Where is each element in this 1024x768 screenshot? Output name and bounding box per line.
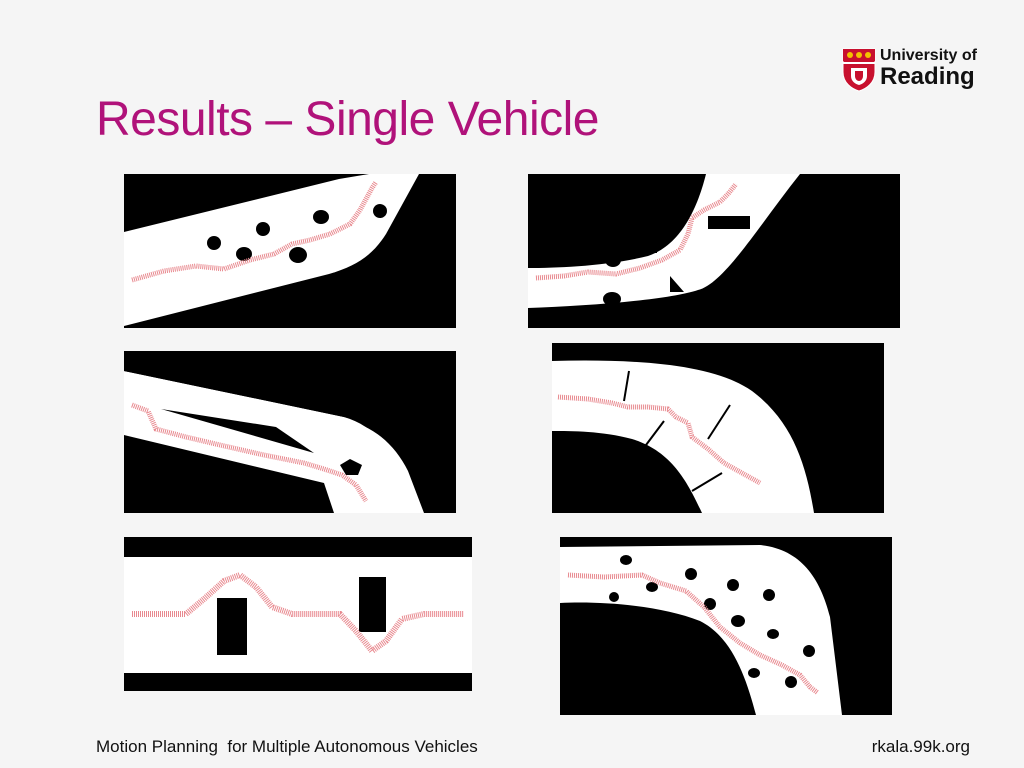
vehicle-path xyxy=(567,572,820,695)
obstacle-block-1 xyxy=(217,598,247,655)
logo-text-line2: Reading xyxy=(880,63,975,90)
road xyxy=(124,174,419,326)
footer-url: rkala.99k.org xyxy=(871,737,970,756)
result-panel-5 xyxy=(124,537,472,691)
result-panel-2 xyxy=(528,174,900,328)
road-fill xyxy=(124,373,424,513)
obstacles xyxy=(207,204,387,263)
university-logo: University of Reading xyxy=(842,47,978,93)
road-upper xyxy=(124,351,404,443)
result-panel-1 xyxy=(124,174,456,328)
result-panel-4 xyxy=(552,343,884,513)
footer-title: Motion Planning for Multiple Autonomous … xyxy=(96,737,478,756)
obstacles xyxy=(609,555,815,688)
vehicle-path xyxy=(132,571,464,656)
road xyxy=(560,545,842,715)
result-panel-6 xyxy=(560,537,892,715)
obstacles xyxy=(623,370,731,492)
logo-text-line1: University of xyxy=(880,47,977,64)
vehicle-path xyxy=(131,180,379,283)
top-wall xyxy=(124,537,472,557)
vehicle-path xyxy=(131,402,369,503)
obstacles xyxy=(161,409,362,475)
vehicle-path xyxy=(535,182,738,281)
vehicle-path xyxy=(557,394,762,486)
crest-icon xyxy=(842,48,876,92)
result-panel-3 xyxy=(124,351,456,513)
bottom-wall xyxy=(124,673,472,691)
slide-title: Results – Single Vehicle xyxy=(96,93,599,146)
obstacles xyxy=(603,216,750,306)
obstacle-block-2 xyxy=(359,577,386,632)
